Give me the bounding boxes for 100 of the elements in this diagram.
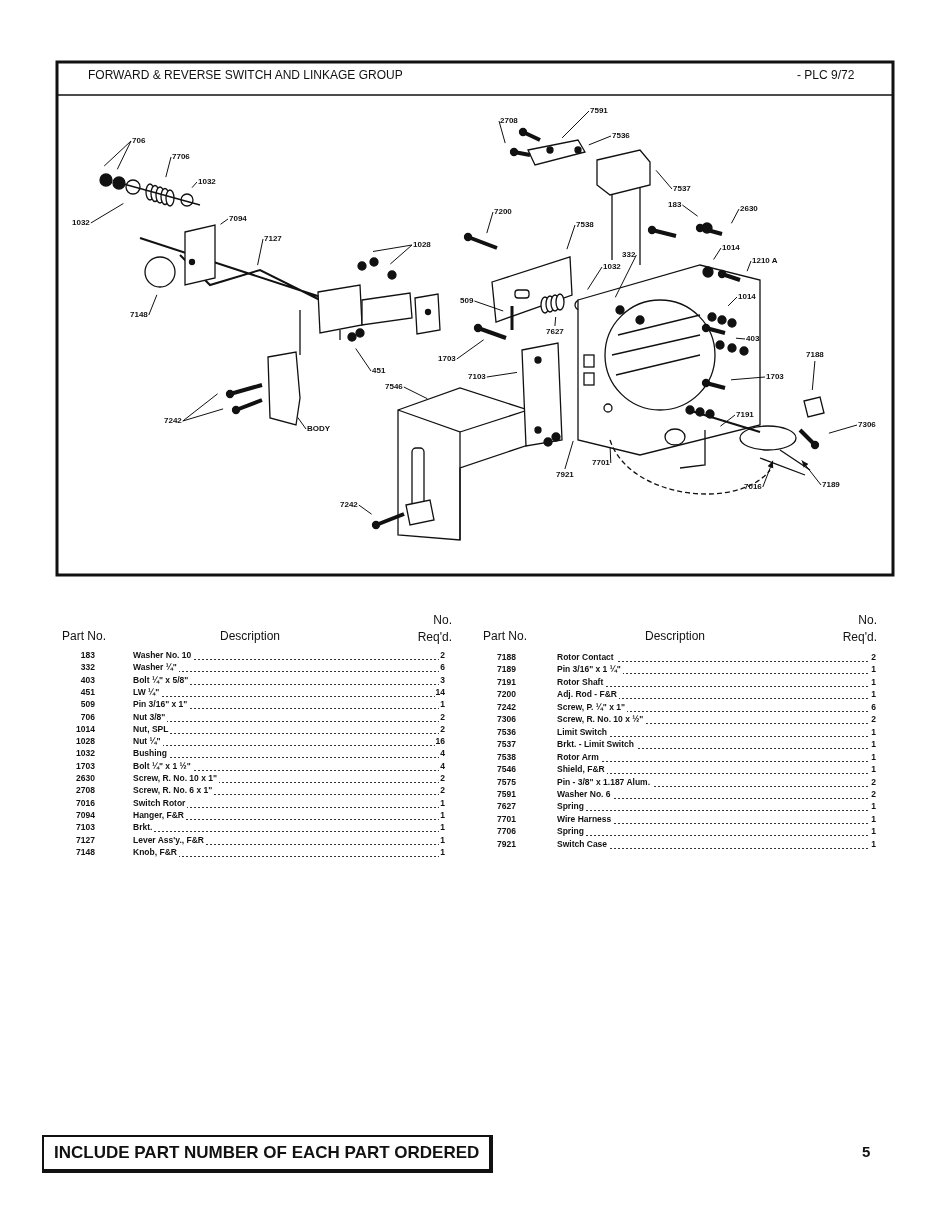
quantity: 2 <box>439 773 445 784</box>
callout-number: 7536 <box>612 131 630 141</box>
leader-line <box>358 504 373 515</box>
part-description: Screw, P. ¼" x 1" <box>557 701 871 713</box>
callout-number: 7103 <box>468 372 486 382</box>
part-number: 7701 <box>496 813 516 825</box>
part-description: Rotor Shaft <box>557 676 871 688</box>
leader-line <box>182 408 224 422</box>
part-description: Pin - 3/8" x 1.187 Alum. <box>557 776 871 788</box>
leader-line <box>828 424 858 434</box>
leader-line <box>257 238 264 266</box>
callout-number: 7706 <box>172 152 190 162</box>
callout-number: 7546 <box>385 382 403 392</box>
quantity: 1 <box>439 834 445 846</box>
leader-line <box>116 140 132 170</box>
leader-line <box>355 348 372 372</box>
leader-line <box>498 120 506 144</box>
part-description: Rotor Arm <box>557 751 871 763</box>
leader-line <box>713 247 722 260</box>
column-header: Part No. <box>483 629 527 643</box>
callout-number: 7188 <box>806 350 824 360</box>
callout-number: 1028 <box>413 240 431 250</box>
part-number: 7103 <box>75 822 95 834</box>
callout-number: 7200 <box>494 207 512 217</box>
part-number: 183 <box>79 650 95 661</box>
callout-number: 1703 <box>438 354 456 364</box>
part-number: 7575 <box>496 776 516 788</box>
part-number: 706 <box>79 711 95 723</box>
quantity: 1 <box>870 838 876 850</box>
leader-line <box>588 135 612 146</box>
part-number: 7546 <box>496 764 516 776</box>
part-description: Knob, F&R <box>133 846 440 858</box>
callout-number: 7538 <box>576 220 594 230</box>
callout-number: 7306 <box>858 420 876 430</box>
leader-line <box>561 110 590 139</box>
part-number: 7200 <box>496 689 516 701</box>
part-description: Switch Rotor <box>133 797 440 809</box>
part-description: Bolt ¼" x 5/8" <box>133 674 440 686</box>
part-number: 7921 <box>496 838 516 850</box>
diagram-title: FORWARD & REVERSE SWITCH AND LINKAGE GROUP <box>88 68 403 82</box>
quantity: 2 <box>439 723 445 735</box>
leader-line <box>473 300 504 312</box>
part-description: Washer No. 10 <box>133 650 440 661</box>
quantity: 1 <box>870 676 876 688</box>
callout-number: 183 <box>668 200 682 210</box>
callout-number: 451 <box>372 366 386 376</box>
leader-line <box>564 440 574 470</box>
part-number: 7538 <box>496 751 516 763</box>
callout-number: 1014 <box>738 292 756 302</box>
quantity: 16 <box>434 736 445 748</box>
part-description: Wire Harness <box>557 813 871 825</box>
leader-line <box>746 260 752 272</box>
part-description: Shield, F&R <box>557 764 871 776</box>
part-number: 7242 <box>496 701 516 713</box>
leader-line <box>554 316 557 327</box>
part-number: 332 <box>79 662 95 674</box>
leader-line <box>191 181 198 189</box>
leader-line <box>486 211 494 234</box>
leader-line <box>148 294 158 316</box>
part-number: 451 <box>79 686 95 698</box>
leader-line <box>566 224 576 250</box>
quantity: 2 <box>870 652 876 663</box>
callout-number: 1703 <box>766 372 784 382</box>
part-description: Limit Switch <box>557 726 871 738</box>
part-description: Nut, SPL <box>133 723 440 735</box>
part-number: 7148 <box>75 846 95 858</box>
column-header: No. Req'd. <box>841 612 877 646</box>
part-number: 7191 <box>496 676 516 688</box>
leader-line <box>403 386 428 400</box>
quantity: 1 <box>870 826 876 838</box>
leader-line <box>801 459 822 486</box>
quantity: 2 <box>439 711 445 723</box>
callout-number: 1032 <box>603 262 621 272</box>
quantity: 2 <box>870 776 876 788</box>
edition-code: - PLC 9/72 <box>797 68 855 82</box>
leader-line <box>182 393 219 422</box>
callout-number: 7191 <box>736 410 754 420</box>
part-description: Lever Ass'y., F&R <box>133 834 440 846</box>
leader-line <box>389 244 413 265</box>
quantity: 4 <box>439 760 445 772</box>
part-number: 403 <box>79 674 95 686</box>
part-number: 7537 <box>496 739 516 751</box>
quantity: 1 <box>870 739 876 751</box>
part-number: 7591 <box>496 788 516 800</box>
part-number: 7189 <box>496 664 516 676</box>
column-header: Part No. <box>62 629 106 643</box>
leader-line <box>165 156 172 178</box>
callout-number: 1032 <box>198 177 216 187</box>
leader-line <box>655 169 673 190</box>
callout-number: 332 <box>622 250 636 260</box>
callout-number: 7242 <box>340 500 358 510</box>
part-description: Brkt. - Limit Switch <box>557 739 871 751</box>
quantity: 1 <box>439 699 445 711</box>
callout-number: 7701 <box>592 458 610 468</box>
quantity: 1 <box>870 764 876 776</box>
part-number: 1703 <box>75 760 95 772</box>
quantity: 2 <box>439 650 445 661</box>
callout-number: 7591 <box>590 106 608 116</box>
leader-line <box>762 460 774 488</box>
quantity: 14 <box>434 686 445 698</box>
